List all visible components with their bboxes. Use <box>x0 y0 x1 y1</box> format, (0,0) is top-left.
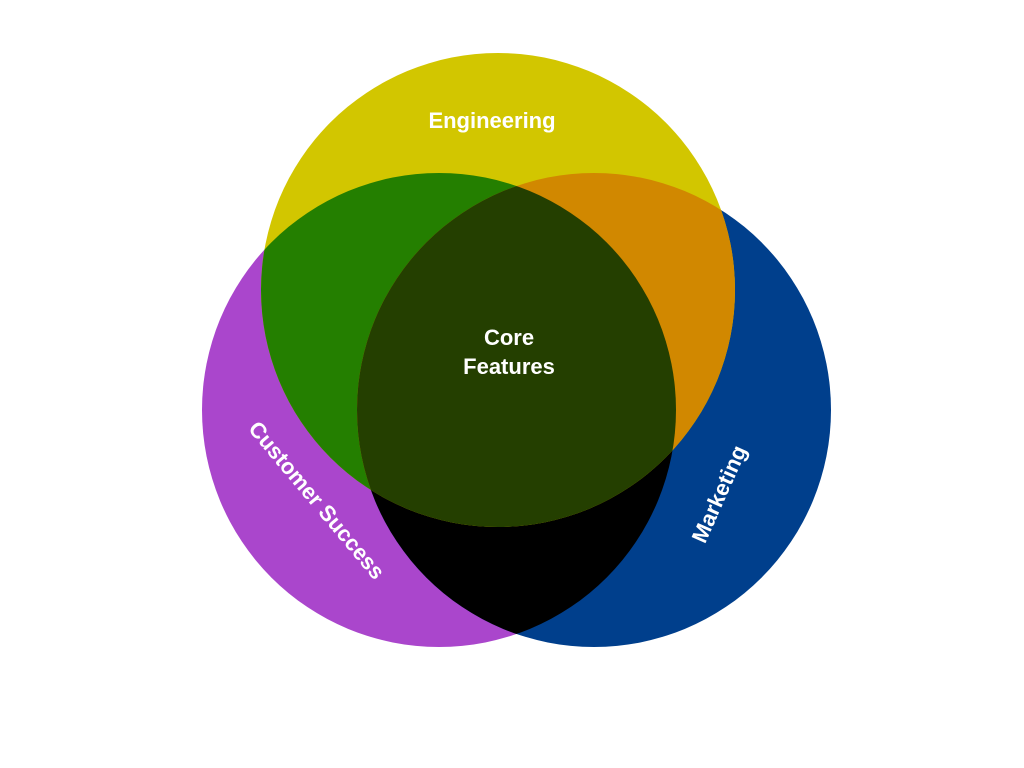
engineering-label: Engineering <box>428 108 555 133</box>
core-features-region <box>357 173 676 527</box>
core-features-label-line1: Core <box>484 325 534 350</box>
core-features-label-line2: Features <box>463 354 555 379</box>
